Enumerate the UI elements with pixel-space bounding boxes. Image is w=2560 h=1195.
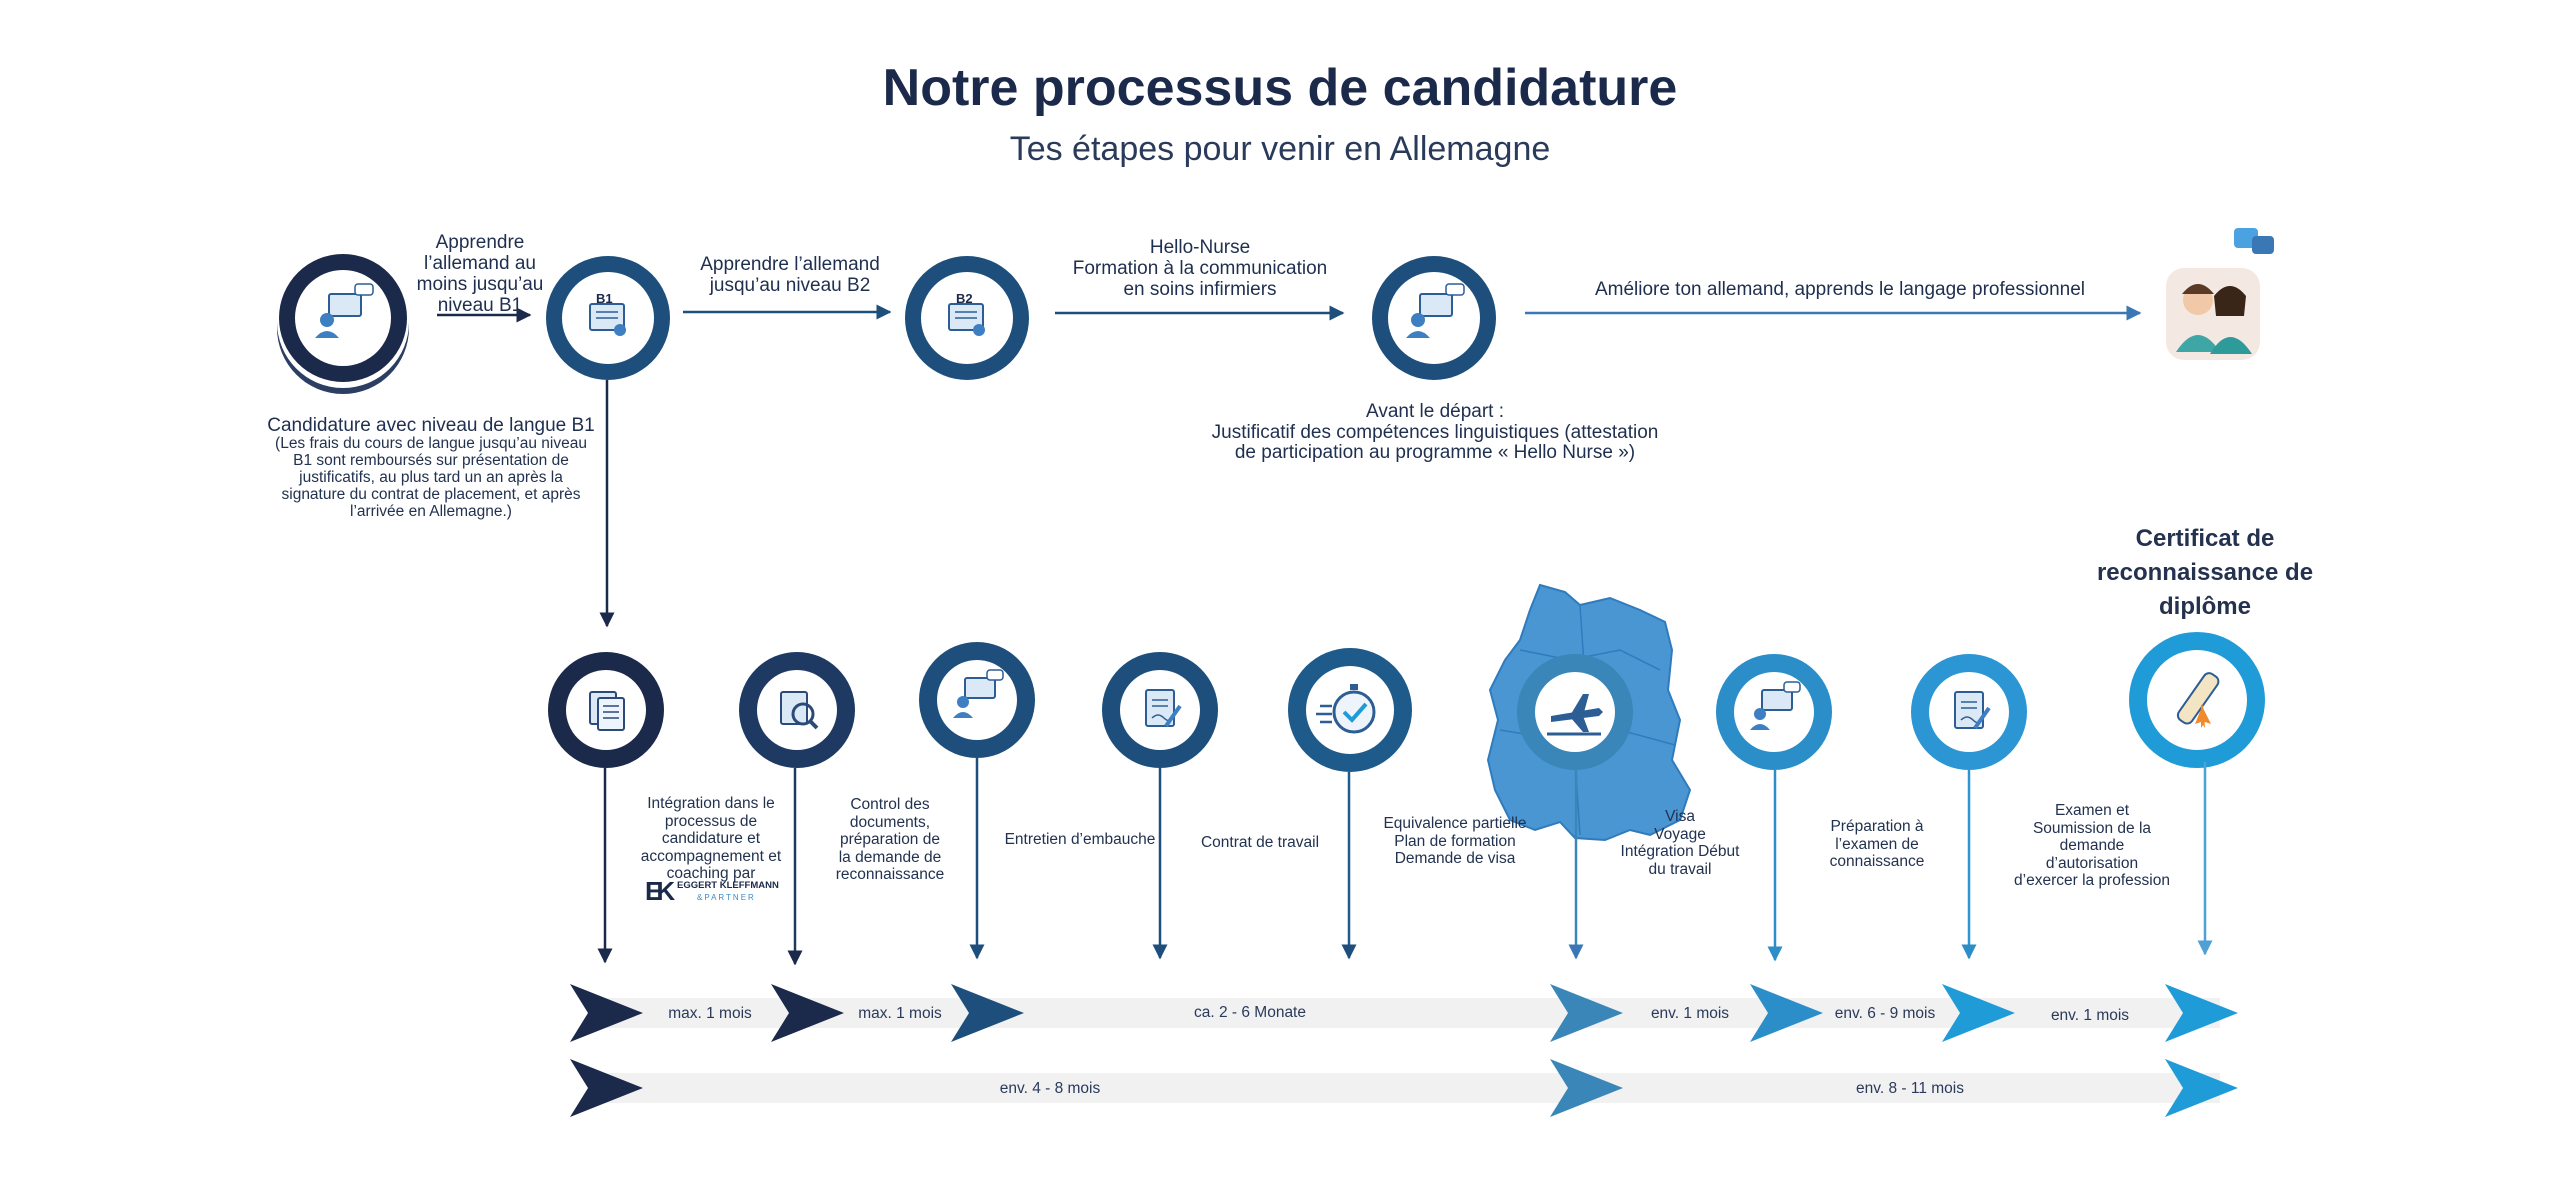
airplane-icon: [1547, 694, 1603, 736]
step-label-7: Préparation à l’examen de connaissance: [1829, 818, 1925, 870]
partner-logo-mark: EK: [645, 876, 675, 906]
diploma-icon: [2176, 672, 2220, 728]
step-label-8: Examen et Soumission de la demande d’aut…: [2014, 802, 2170, 889]
timeline-chevron: [771, 984, 844, 1042]
page-subtitle: Tes étapes pour venir en Allemagne: [1009, 130, 1551, 168]
node-b2: [905, 256, 1029, 380]
certificate-icon: [589, 303, 626, 336]
arrow-learn-b2-label: Apprendre l’allemand jusqu’au niveau B2: [700, 254, 880, 296]
timeline-chevron: [951, 984, 1024, 1042]
arrow-hello-nurse-label: Hello-Nurse Formation à la communication…: [1072, 237, 1328, 300]
step-node-7: [1716, 654, 1832, 770]
timeline-chevron: [1550, 984, 1623, 1042]
partner-logo: EK EGGERT KLEFFMANN &PARTNER: [645, 876, 779, 906]
step-node-2: [739, 652, 855, 768]
signature-document-icon: [1145, 689, 1182, 728]
step-label-1: Intégration dans le processus de candida…: [640, 795, 782, 882]
certificate-node: [2129, 632, 2265, 768]
documents-icon: [589, 691, 625, 731]
timeline-chevron: [2165, 1059, 2238, 1117]
step-node-8: [1911, 654, 2027, 770]
timeline-chevron: [570, 984, 643, 1042]
timeline-chevron: [1942, 984, 2015, 1042]
duration-label: env. 1 mois: [1650, 1005, 1730, 1022]
certificate-title: Certificat de reconnaissance de diplôme: [2096, 525, 2314, 620]
arrow-learn-b1-label: Apprendre l’allemand au moins jusqu’au n…: [416, 232, 544, 316]
certificate-icon: [948, 303, 985, 336]
stopwatch-check-icon: [1316, 684, 1376, 734]
timeline-chevron: [1750, 984, 1823, 1042]
timeline-chevron: [2165, 984, 2238, 1042]
step-label-2: Control des documents, préparation de la…: [835, 796, 945, 883]
timeline-chevron: [570, 1059, 643, 1117]
timeline-band-2: [600, 1073, 2220, 1103]
node-start: [277, 254, 409, 394]
arrow-improve-german-label: Améliore ton allemand, apprends le langa…: [1594, 279, 2086, 300]
page-title: Notre processus de candidature: [882, 59, 1678, 117]
step-node-1: [548, 652, 664, 768]
step-label-4: Contrat de travail: [1200, 834, 1320, 851]
duration-label: env. 1 mois: [2050, 1007, 2130, 1024]
duration-label: env. 6 - 9 mois: [1834, 1005, 1936, 1022]
partner-logo-sub: &PARTNER: [697, 893, 756, 902]
avant-depart-note: Avant le départ : Justificatif des compé…: [1211, 401, 1659, 463]
step-node-5: [1288, 648, 1412, 772]
step-node-4: [1102, 652, 1218, 768]
duration-label: env. 4 - 8 mois: [999, 1080, 1101, 1097]
timeline-band-1: [600, 998, 2220, 1028]
step-node-6: [1517, 654, 1633, 770]
monitor-user-icon: [1406, 283, 1465, 338]
b1-badge: B1: [596, 291, 613, 306]
signature-document-icon: [1954, 691, 1991, 730]
video-call-icon: [953, 669, 1004, 718]
duration-label: max. 1 mois: [668, 1005, 752, 1022]
nurses-icon: [2166, 228, 2274, 360]
node-hello-nurse: [1372, 256, 1496, 380]
duration-label: env. 8 - 11 mois: [1856, 1080, 1964, 1097]
step-label-3: Entretien d’embauche: [1004, 831, 1156, 848]
duration-label: max. 1 mois: [858, 1005, 942, 1022]
step-label-6: Visa Voyage Intégration Début du travail: [1620, 808, 1740, 878]
candidature-note: (Les frais du cours de langue jusqu’au n…: [275, 435, 587, 520]
b2-badge: B2: [956, 291, 973, 306]
step-label-5: Equivalence partielle Plan de formation …: [1383, 815, 1527, 867]
search-document-icon: [780, 691, 819, 730]
duration-label: ca. 2 - 6 Monate: [1193, 1004, 1306, 1021]
candidature-title: Candidature avec niveau de langue B1: [267, 415, 595, 436]
monitor-user-icon: [315, 283, 374, 338]
node-b1: [546, 256, 670, 380]
partner-logo-name: EGGERT KLEFFMANN: [677, 880, 779, 891]
timeline-chevron: [1550, 1059, 1623, 1117]
video-call-icon: [1750, 681, 1801, 730]
step-node-3: [919, 642, 1035, 758]
